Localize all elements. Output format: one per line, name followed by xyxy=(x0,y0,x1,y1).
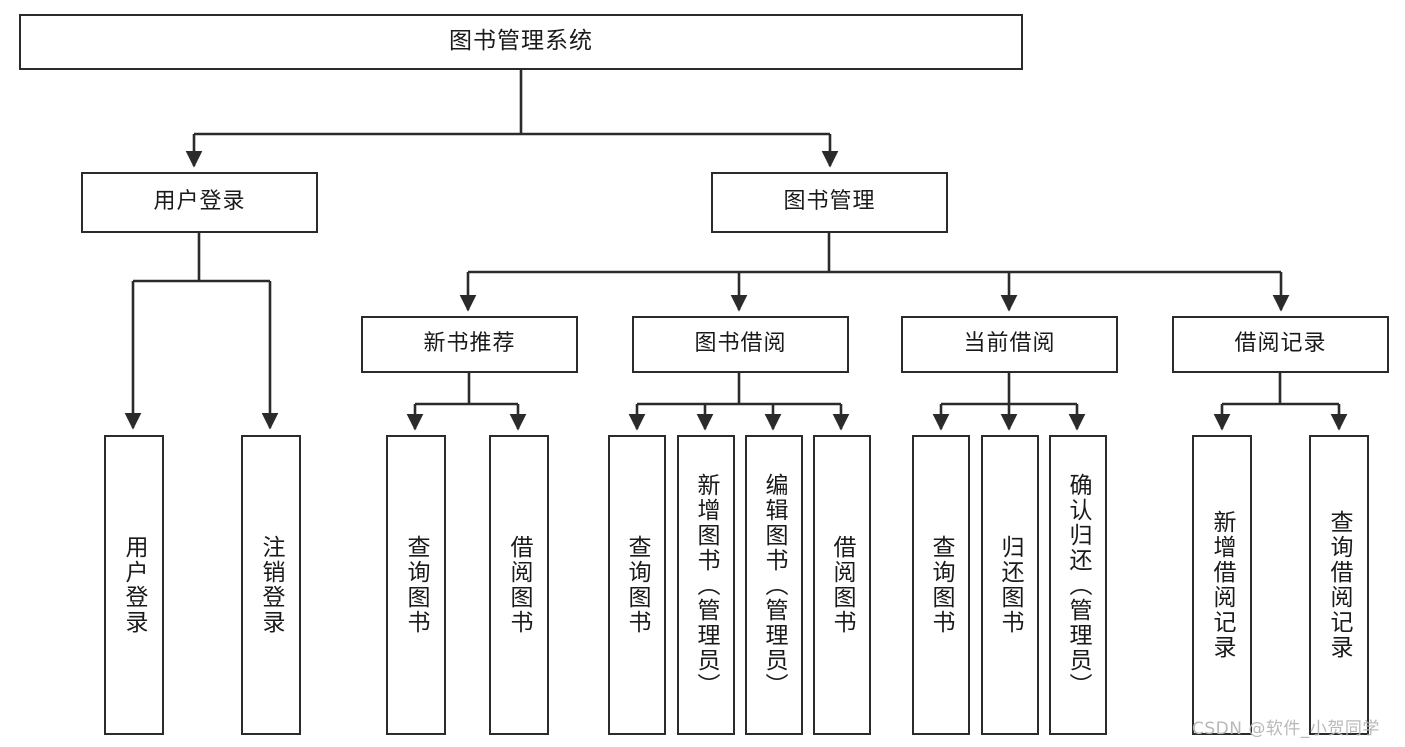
leaf-edit-book-admin[interactable]: 编辑图书（管理员） xyxy=(745,435,803,735)
node-label: 借阅图书 xyxy=(506,535,533,635)
node-label: 新书推荐 xyxy=(423,331,516,357)
node-label: 用户登录 xyxy=(121,535,148,635)
node-label: 图书管理 xyxy=(783,189,876,215)
node-book-borrowing[interactable]: 图书借阅 xyxy=(632,316,849,373)
leaf-borrow-book-borrowing[interactable]: 借阅图书 xyxy=(813,435,871,735)
node-label: 查询图书 xyxy=(624,535,651,635)
node-current-borrowing[interactable]: 当前借阅 xyxy=(901,316,1118,373)
leaf-add-borrow-record[interactable]: 新增借阅记录 xyxy=(1192,435,1252,735)
node-label: 确认归还（管理员） xyxy=(1065,472,1092,698)
leaf-query-book-current[interactable]: 查询图书 xyxy=(912,435,970,735)
node-label: 新增借阅记录 xyxy=(1209,510,1236,660)
leaf-add-book-admin[interactable]: 新增图书（管理员） xyxy=(677,435,735,735)
node-label: 图书借阅 xyxy=(694,331,787,357)
leaf-user-login[interactable]: 用户登录 xyxy=(104,435,164,735)
leaf-return-book[interactable]: 归还图书 xyxy=(981,435,1039,735)
node-new-book-recommendation[interactable]: 新书推荐 xyxy=(361,316,578,373)
node-book-management[interactable]: 图书管理 xyxy=(711,172,948,233)
node-label: 借阅图书 xyxy=(829,535,856,635)
node-label: 查询图书 xyxy=(928,535,955,635)
leaf-logout[interactable]: 注销登录 xyxy=(241,435,301,735)
csdn-watermark: CSDN @软件_小贺同学 xyxy=(1192,719,1380,739)
node-label: 注销登录 xyxy=(258,535,285,635)
node-label: 图书管理系统 xyxy=(449,28,593,55)
node-user-login[interactable]: 用户登录 xyxy=(81,172,318,233)
node-label: 新增图书（管理员） xyxy=(693,472,720,698)
leaf-query-borrow-record[interactable]: 查询借阅记录 xyxy=(1309,435,1369,735)
node-label: 当前借阅 xyxy=(963,331,1056,357)
node-label: 归还图书 xyxy=(997,535,1024,635)
leaf-confirm-return-admin[interactable]: 确认归还（管理员） xyxy=(1049,435,1107,735)
node-label: 借阅记录 xyxy=(1234,331,1327,357)
leaf-query-book-new-rec[interactable]: 查询图书 xyxy=(386,435,446,735)
node-borrowing-records[interactable]: 借阅记录 xyxy=(1172,316,1389,373)
node-label: 查询图书 xyxy=(403,535,430,635)
node-label: 查询借阅记录 xyxy=(1326,510,1353,660)
node-label: 用户登录 xyxy=(153,189,246,215)
node-root-book-management-system[interactable]: 图书管理系统 xyxy=(19,14,1023,70)
leaf-borrow-book-new-rec[interactable]: 借阅图书 xyxy=(489,435,549,735)
leaf-query-book-borrowing[interactable]: 查询图书 xyxy=(608,435,666,735)
node-label: 编辑图书（管理员） xyxy=(761,472,788,698)
